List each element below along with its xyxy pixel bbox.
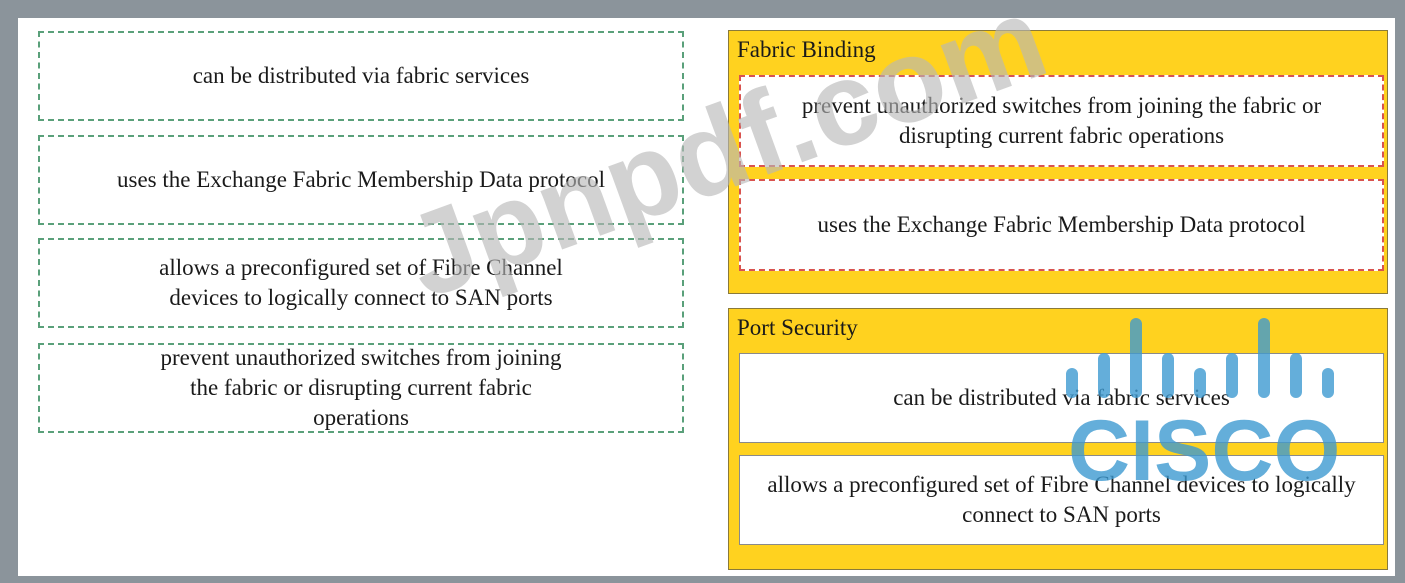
- target-item-label: uses the Exchange Fabric Membership Data…: [817, 212, 1306, 237]
- source-item[interactable]: uses the Exchange Fabric Membership Data…: [38, 135, 684, 225]
- drag-drop-canvas: can be distributed via fabric services u…: [18, 0, 1395, 576]
- source-item-label: uses the Exchange Fabric Membership Data…: [117, 167, 605, 192]
- group-title: Fabric Binding: [737, 37, 876, 62]
- source-item-label: prevent unauthorized switches from joini…: [160, 345, 562, 430]
- target-item-label: allows a preconfigured set of Fibre Chan…: [767, 472, 1356, 527]
- target-item-label: prevent unauthorized switches from joini…: [801, 93, 1322, 148]
- source-item-label: allows a preconfigured set of Fibre Chan…: [159, 255, 563, 310]
- source-item[interactable]: can be distributed via fabric services: [38, 31, 684, 121]
- target-item[interactable]: prevent unauthorized switches from joini…: [739, 75, 1384, 167]
- source-item[interactable]: prevent unauthorized switches from joini…: [38, 343, 684, 433]
- target-item-label: can be distributed via fabric services: [893, 385, 1230, 410]
- group-title: Port Security: [737, 315, 858, 340]
- source-item[interactable]: allows a preconfigured set of Fibre Chan…: [38, 238, 684, 328]
- target-item[interactable]: can be distributed via fabric services: [739, 353, 1384, 443]
- target-group-port-security[interactable]: Port Security can be distributed via fab…: [728, 308, 1388, 570]
- target-group-fabric-binding[interactable]: Fabric Binding prevent unauthorized swit…: [728, 30, 1388, 294]
- target-item[interactable]: allows a preconfigured set of Fibre Chan…: [739, 455, 1384, 545]
- source-item-label: can be distributed via fabric services: [192, 63, 530, 88]
- target-item[interactable]: uses the Exchange Fabric Membership Data…: [739, 179, 1384, 271]
